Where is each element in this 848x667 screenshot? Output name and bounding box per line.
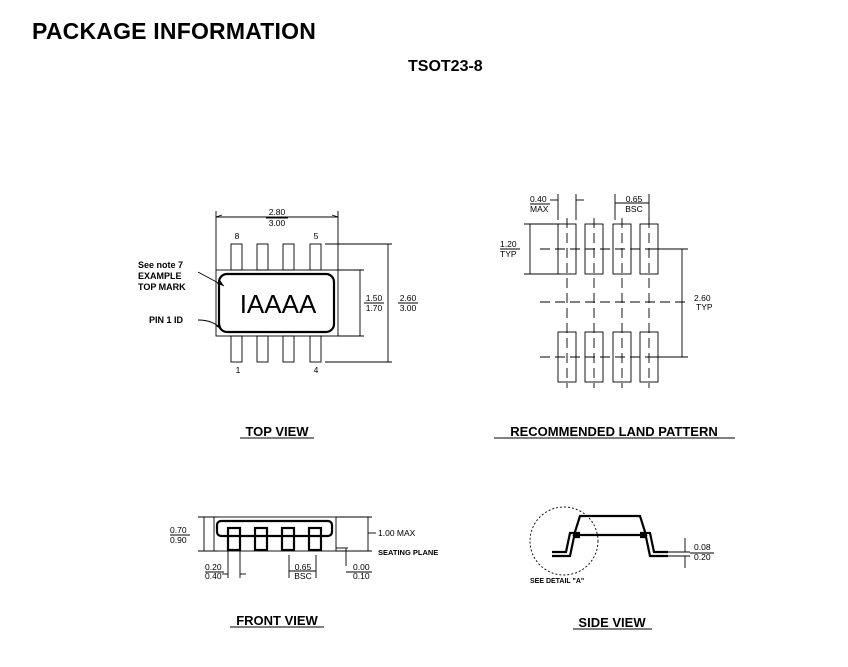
top-width-min: 2.80 [269, 207, 286, 217]
pitch-val: 0.65 [626, 194, 643, 204]
note-line-3: TOP MARK [138, 282, 186, 292]
front-height-max: 0.90 [170, 535, 187, 545]
front-pitch-val: 0.65 [295, 562, 312, 572]
span-tag: TYP [696, 302, 713, 312]
front-standoff-max: 0.10 [353, 571, 370, 581]
lead-thk-min: 0.08 [694, 542, 711, 552]
land-pattern-caption: RECOMMENDED LAND PATTERN [510, 424, 718, 439]
pin-5-label: 5 [314, 231, 319, 241]
top-body-max: 1.70 [366, 303, 383, 313]
pitch-tag: BSC [625, 204, 642, 214]
front-lead-min: 0.20 [205, 562, 222, 572]
side-view: SEE DETAIL "A" 0.08 0.20 SIDE VIEW [529, 506, 714, 630]
top-body-min: 1.50 [366, 293, 383, 303]
side-view-caption: SIDE VIEW [578, 615, 646, 630]
page-title: PACKAGE INFORMATION [32, 18, 317, 44]
top-total-min: 2.60 [400, 293, 417, 303]
span-val: 2.60 [694, 293, 711, 303]
front-max-height: 1.00 MAX [378, 528, 416, 538]
lead-thk-max: 0.20 [694, 552, 711, 562]
top-total-max: 3.00 [400, 303, 417, 313]
front-pitch-tag: BSC [294, 571, 311, 581]
seating-plane-label: SEATING PLANE [378, 548, 438, 557]
detail-note: SEE DETAIL "A" [530, 578, 584, 585]
pin1-id-label: PIN 1 ID [149, 315, 184, 325]
top-mark-text: IAAAA [240, 289, 317, 319]
top-view-caption: TOP VIEW [245, 424, 309, 439]
pad-len-val: 1.20 [500, 239, 517, 249]
pin-8-label: 8 [235, 231, 240, 241]
pad-width-tag: MAX [530, 204, 549, 214]
top-width-max: 3.00 [269, 218, 286, 228]
front-lead-max: 0.40 [205, 571, 222, 581]
note-line-2: EXAMPLE [138, 271, 182, 281]
pin-4-label: 4 [314, 365, 319, 375]
pad-width-val: 0.40 [530, 194, 547, 204]
front-standoff-min: 0.00 [353, 562, 370, 572]
front-view: 0.70 0.90 1.00 MAX SEATING PLANE 0.20 0.… [170, 516, 438, 628]
top-view: 2.80 3.00 8 5 1 4 IAAAA See note 7 EXAMP… [138, 207, 418, 439]
front-view-caption: FRONT VIEW [236, 613, 318, 628]
front-height-min: 0.70 [170, 525, 187, 535]
pad-len-tag: TYP [500, 249, 517, 259]
package-name: TSOT23-8 [408, 58, 483, 75]
note-line-1: See note 7 [138, 260, 183, 270]
land-pattern: 0.40 MAX 0.65 BSC 1.20 TYP [494, 194, 735, 439]
pin-1-label: 1 [236, 365, 241, 375]
